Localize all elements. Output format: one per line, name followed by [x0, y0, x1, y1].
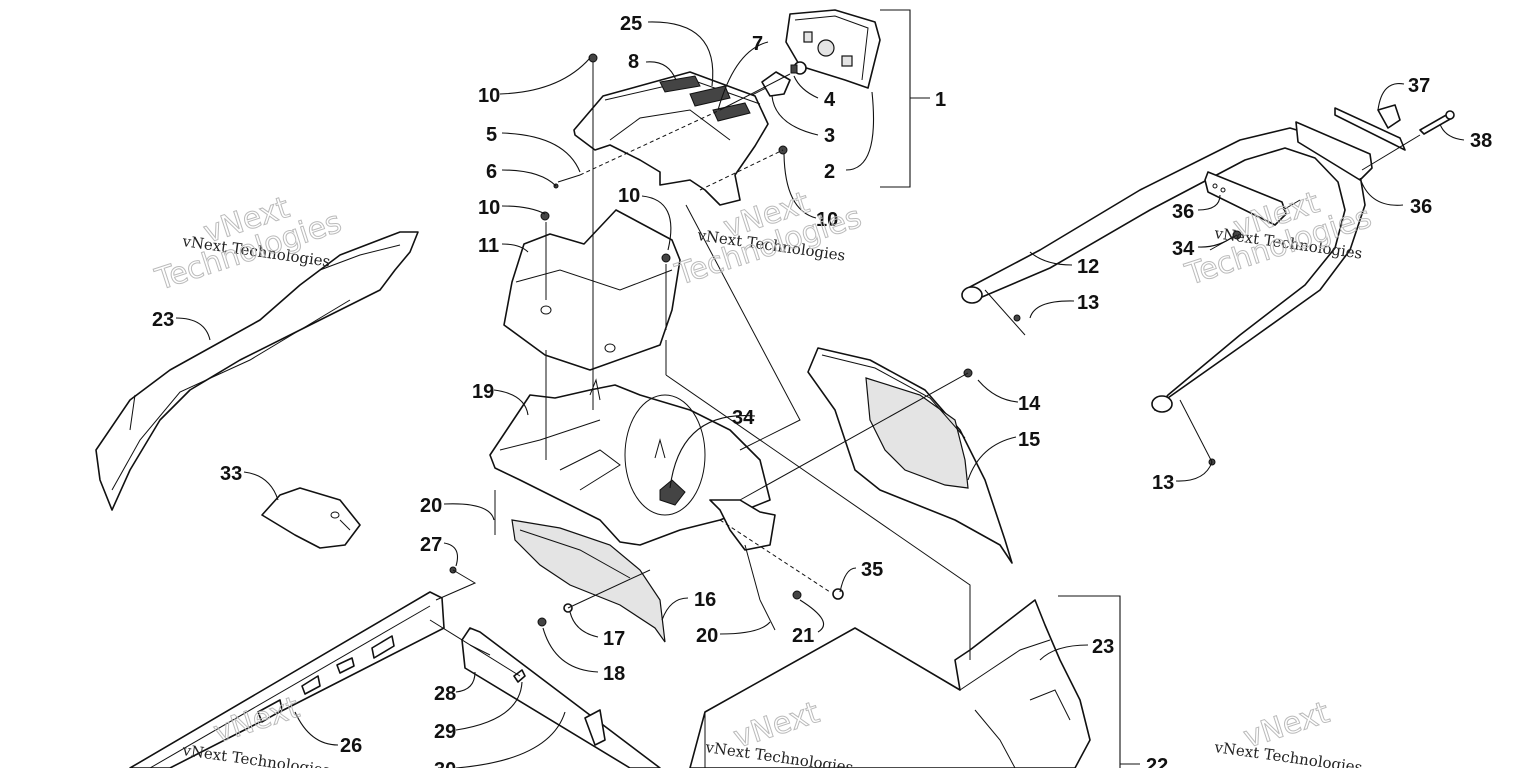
taillight-cover	[573, 71, 769, 206]
mud-flap	[511, 519, 666, 643]
callout-21: 21	[792, 625, 814, 647]
watermark-2-big: vNext Technologies	[670, 185, 866, 294]
callout-13b: 13	[1152, 472, 1174, 494]
callout-7: 7	[752, 33, 763, 55]
callout-8: 8	[628, 51, 639, 73]
callout-22: 22	[1146, 755, 1168, 768]
callout-38: 38	[1470, 130, 1492, 152]
callout-10b: 10	[478, 197, 500, 219]
callout-10a: 10	[478, 85, 500, 107]
callout-5: 5	[486, 124, 497, 146]
callout-17: 17	[603, 628, 625, 650]
callout-34a: 34	[732, 407, 755, 429]
callout-23a: 23	[152, 309, 174, 331]
callout-30: 30	[434, 759, 456, 768]
callout-14: 14	[1018, 393, 1041, 415]
callout-10c: 10	[618, 185, 640, 207]
bolt	[1419, 110, 1455, 135]
bumper-bracket-lower	[1204, 171, 1287, 226]
callout-1: 1	[935, 89, 946, 111]
callout-34b: 34	[1172, 238, 1195, 260]
bumper-bracket-upper	[1295, 121, 1373, 181]
hitch-support-bracket	[461, 627, 661, 768]
bumper-tube	[961, 127, 1366, 413]
callout-10d: 10	[816, 209, 838, 231]
callout-36b: 36	[1410, 196, 1432, 218]
callout-19: 19	[472, 381, 494, 403]
watermark-4: vNext Technologies	[180, 741, 331, 768]
callout-27: 27	[420, 534, 442, 556]
callout-20b: 20	[696, 625, 718, 647]
callout-37: 37	[1408, 75, 1430, 97]
assembly-lines	[429, 62, 1421, 768]
callout-12: 12	[1077, 256, 1099, 278]
svg-text:vNext: vNext	[1239, 695, 1333, 755]
callout-2: 2	[824, 161, 835, 183]
small-cover	[261, 487, 361, 549]
callout-18: 18	[603, 663, 625, 685]
rear-body	[689, 599, 1091, 768]
side-rail-left	[95, 231, 419, 511]
callout-labels: 1 2 3 4 5 6 7 8 10 10 10 10 11 12 13 13 …	[152, 13, 1492, 768]
taillight-housing	[785, 9, 881, 89]
callout-20a: 20	[420, 495, 442, 517]
callout-15: 15	[1018, 429, 1040, 451]
callout-25: 25	[620, 13, 642, 35]
callout-13a: 13	[1077, 292, 1099, 314]
callout-11: 11	[478, 235, 499, 257]
callout-28: 28	[434, 683, 456, 705]
callout-33: 33	[220, 463, 242, 485]
callout-6: 6	[486, 161, 497, 183]
rear-fender	[489, 378, 776, 551]
callout-35: 35	[861, 559, 883, 581]
group-bracket-22	[1058, 595, 1140, 768]
callout-29: 29	[434, 721, 456, 743]
svg-text:vNext Technologies: vNext Technologies	[180, 741, 331, 768]
callout-23b: 23	[1092, 636, 1114, 658]
rear-frame-rail	[129, 591, 445, 768]
group-bracket-1	[880, 9, 930, 188]
callout-26: 26	[340, 735, 362, 757]
bulb	[790, 61, 807, 75]
callout-36a: 36	[1172, 201, 1194, 223]
mud-flap-bracket	[503, 209, 681, 371]
leader-lines	[175, 21, 1465, 768]
callout-3: 3	[824, 125, 835, 147]
callout-4: 4	[824, 89, 836, 111]
callout-16: 16	[694, 589, 716, 611]
side-panel	[807, 347, 1013, 564]
watermark-6-big: vNext	[1239, 695, 1334, 756]
